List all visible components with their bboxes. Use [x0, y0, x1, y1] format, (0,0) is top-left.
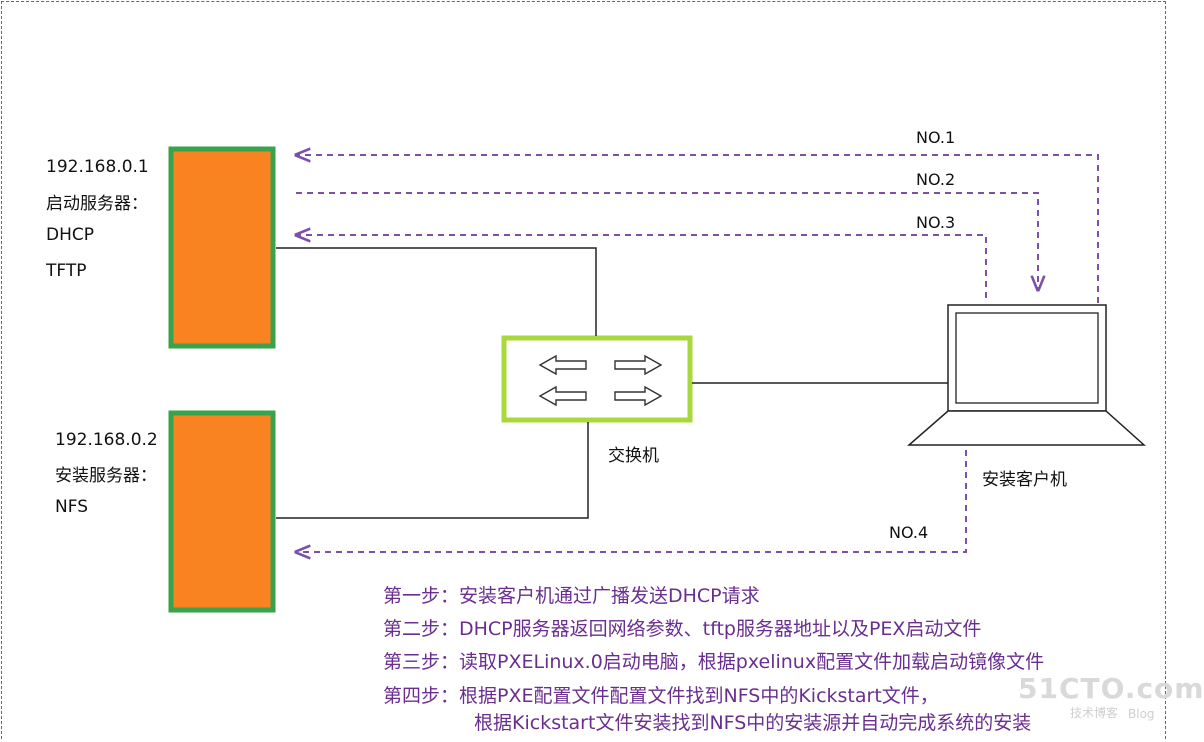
- diagram-frame: [1, 1, 1166, 739]
- step-4-continued-text: 根据Kickstart文件安装找到NFS中的安装源并自动完成系统的安装: [474, 712, 1032, 734]
- laptop-icon: [906, 304, 1146, 446]
- step-4-text: 第四步：根据PXE配置文件配置文件找到NFS中的Kickstart文件，: [383, 685, 939, 707]
- switch-label: 交换机: [608, 446, 659, 466]
- step-3-text: 第三步：读取PXELinux.0启动电脑，根据pxelinux配置文件加载启动镜…: [383, 651, 1045, 673]
- client-label: 安装客户机: [982, 470, 1067, 490]
- watermark-subtitle: 技术博客: [1070, 706, 1119, 720]
- step-2-text: 第二步：DHCP服务器返回网络参数、tftp服务器地址以及PEX启动文件: [383, 618, 982, 640]
- step-1-text: 第一步：安装客户机通过广播发送DHCP请求: [383, 585, 760, 607]
- arrow-no3-label: NO.3: [916, 213, 956, 232]
- switch-arrow-left-2: [538, 385, 587, 407]
- watermark-blog: Blog: [1128, 707, 1155, 721]
- diagram-canvas: [168, 146, 1146, 613]
- arrow-no4-label: NO.4: [889, 523, 929, 542]
- arrow-no3: [296, 235, 987, 298]
- arrow-no1-label: NO.1: [916, 128, 956, 147]
- boot-server-box: [168, 146, 276, 349]
- switch-box: [501, 335, 693, 423]
- arrow-no1: [296, 155, 1099, 303]
- cable-install-to-switch: [276, 422, 589, 519]
- switch-arrow-right-2: [614, 385, 663, 407]
- watermark-logo: 51CTO.com: [1018, 672, 1204, 705]
- install-server-name: 安装服务器：: [55, 466, 157, 486]
- boot-server-service-dhcp: DHCP: [46, 225, 94, 245]
- boot-server-ip: 192.168.0.1: [46, 157, 149, 177]
- arrow-no2: [296, 192, 1038, 290]
- cable-boot-to-switch: [276, 247, 597, 336]
- switch-arrow-right-1: [614, 354, 663, 376]
- boot-server-name: 启动服务器：: [46, 194, 148, 214]
- switch-arrow-left-1: [538, 354, 587, 376]
- install-server-ip: 192.168.0.2: [55, 430, 158, 450]
- install-server-service-nfs: NFS: [55, 497, 88, 517]
- arrow-no4: [296, 450, 967, 552]
- install-server-box: [168, 410, 276, 613]
- boot-server-service-tftp: TFTP: [46, 261, 87, 281]
- arrow-no2-label: NO.2: [916, 170, 956, 189]
